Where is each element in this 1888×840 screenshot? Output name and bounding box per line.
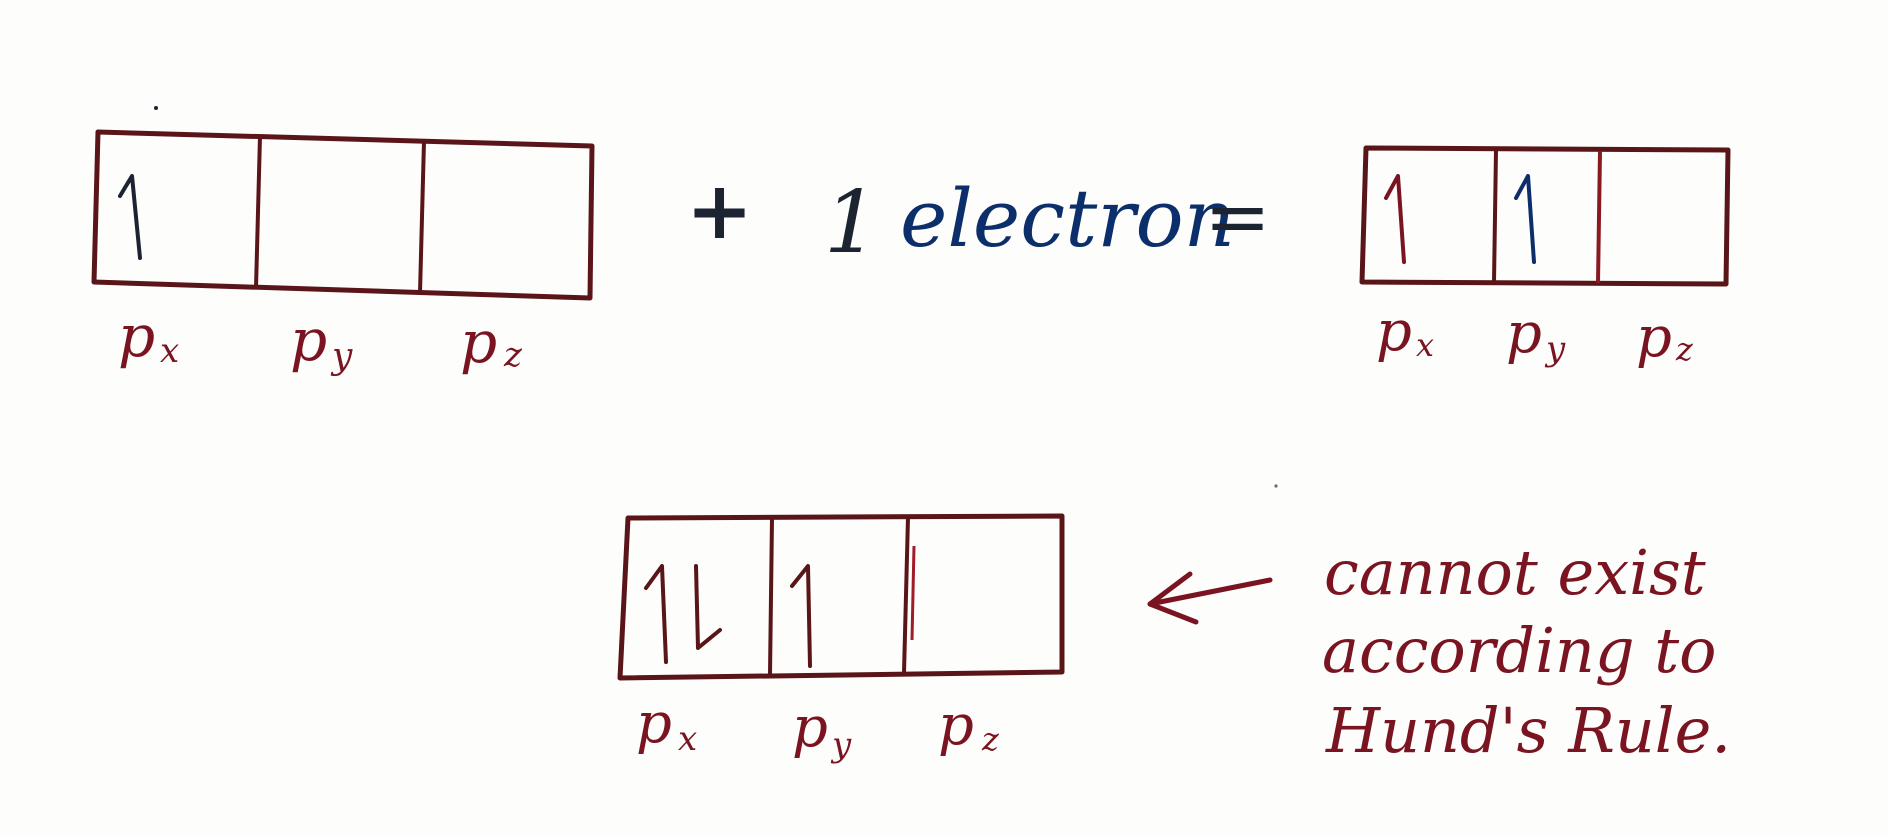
result-divider-2 — [1596, 150, 1602, 284]
pointer-arrow-icon — [1147, 571, 1273, 625]
initial-orbital-frame — [91, 129, 595, 301]
invalid-label-pz-sub: z — [981, 720, 1000, 758]
initial-label-pz: p z — [460, 308, 523, 376]
initial-label-py-main: p — [290, 306, 327, 374]
note-line-1: cannot exist — [1324, 536, 1706, 609]
hunds-rule-note: cannot exist according to Hund's Rule. — [1322, 536, 1731, 767]
stray-dot-2 — [1274, 484, 1278, 488]
result-py-up-arrow — [1514, 174, 1536, 264]
result-label-px-sub: x — [1416, 326, 1434, 364]
result-label-pz-main: p — [1636, 305, 1672, 370]
result-label-pz: p z — [1636, 305, 1694, 370]
initial-label-px: p x — [118, 302, 179, 371]
equals-sign: = — [1204, 170, 1271, 263]
initial-label-py-sub: y — [330, 336, 353, 377]
invalid-pz-red-mark — [910, 545, 916, 641]
result-label-px: p x — [1376, 299, 1434, 364]
initial-px-up-arrow — [118, 174, 142, 260]
electron-count: 1 — [824, 173, 879, 273]
initial-divider-2 — [418, 140, 426, 294]
invalid-label-pz-main: p — [938, 693, 974, 758]
initial-orbital-diagram: p x p y p z — [91, 129, 595, 377]
invalid-divider-1 — [768, 517, 774, 675]
invalid-label-pz: p z — [938, 693, 1000, 758]
electron-word: electron — [900, 172, 1235, 265]
invalid-label-px: p x — [636, 691, 697, 759]
invalid-py-up-arrow — [790, 564, 812, 668]
note-line-2: according to — [1322, 614, 1716, 687]
invalid-px-up-arrow — [644, 564, 668, 664]
invalid-orbital-frame — [617, 513, 1065, 681]
initial-label-pz-main: p — [460, 308, 497, 376]
initial-label-px-sub: x — [160, 331, 179, 371]
plus-sign: + — [686, 163, 753, 257]
invalid-label-px-main: p — [636, 691, 672, 756]
invalid-divider-2 — [902, 516, 910, 674]
result-label-px-main: p — [1376, 299, 1412, 364]
invalid-label-px-sub: x — [678, 719, 697, 759]
result-px-up-arrow — [1384, 174, 1406, 264]
stray-dot-1 — [154, 106, 158, 110]
result-orbital-frame — [1359, 145, 1731, 287]
initial-divider-1 — [254, 135, 262, 289]
invalid-label-py-sub: y — [830, 725, 852, 765]
result-divider-1 — [1492, 149, 1498, 283]
equation: + 1 electron = — [686, 163, 1271, 273]
result-orbital-diagram: p x p y p z — [1359, 145, 1731, 370]
invalid-label-py: p y — [792, 695, 852, 765]
result-label-py: p y — [1506, 301, 1566, 369]
result-label-pz-sub: z — [1675, 330, 1694, 368]
invalid-label-py-main: p — [792, 695, 828, 760]
initial-label-px-main: p — [118, 302, 155, 370]
note-line-3: Hund's Rule. — [1325, 694, 1731, 767]
result-label-py-main: p — [1506, 301, 1542, 366]
invalid-px-down-arrow — [694, 564, 722, 650]
result-label-py-sub: y — [1544, 329, 1566, 369]
initial-label-pz-sub: z — [503, 335, 523, 375]
initial-label-py: p y — [290, 306, 353, 377]
invalid-orbital-diagram: p x p y p z — [617, 513, 1065, 765]
